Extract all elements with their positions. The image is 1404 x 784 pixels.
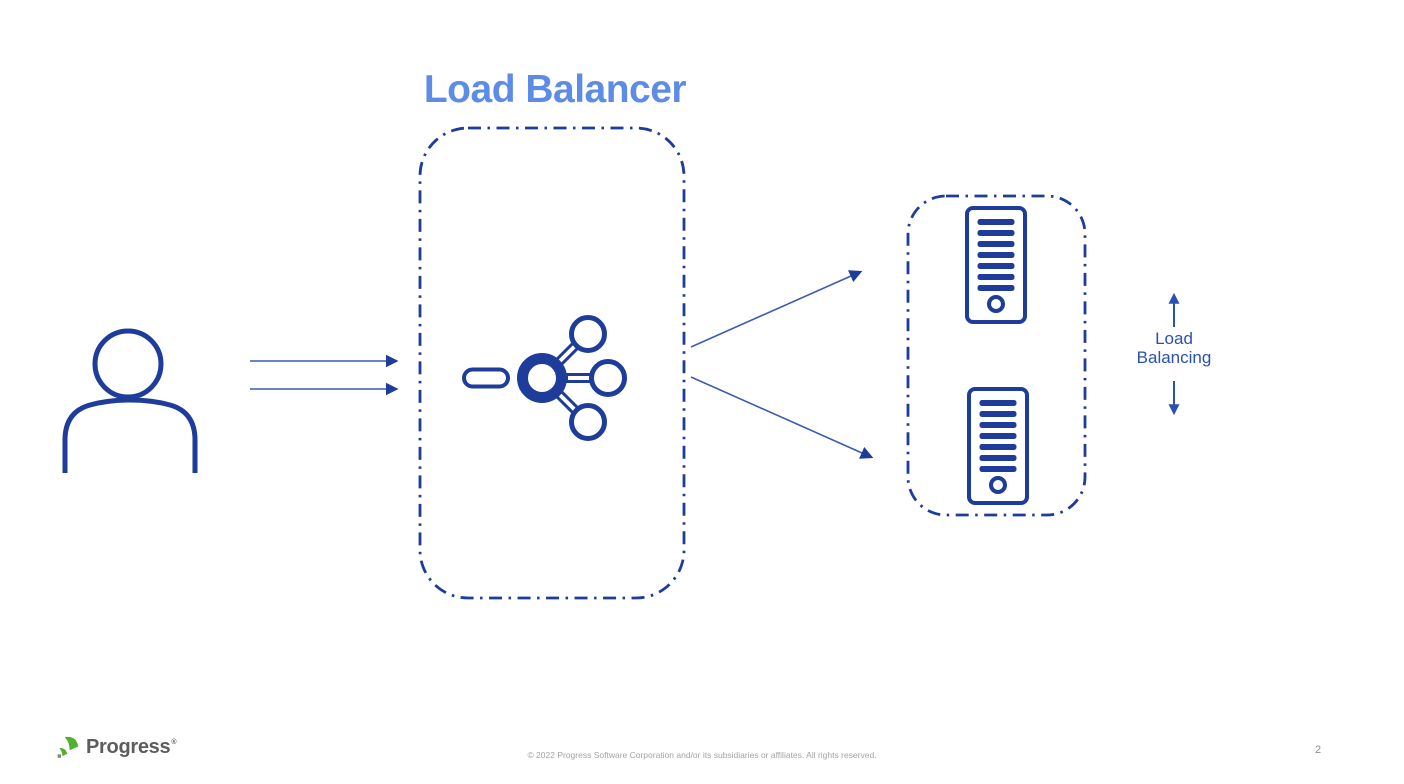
load-balancing-label: Load Balancing — [1136, 329, 1212, 367]
request-arrows — [250, 354, 399, 396]
load-balancer-node-bottom — [569, 403, 607, 441]
load-balancer-hub — [517, 353, 567, 403]
progress-logo-text: Progress® — [86, 735, 177, 758]
load-balancer-box — [418, 126, 686, 600]
progress-logo: Progress® — [55, 733, 176, 761]
servers-box — [906, 194, 1087, 517]
distribution-arrow-bottom — [690, 376, 874, 459]
server-slats — [979, 400, 1017, 472]
load-balancer-input-pill — [462, 367, 510, 389]
server-power-light — [987, 295, 1005, 313]
page-title: Load Balancer — [423, 68, 687, 111]
server-power-light — [989, 476, 1007, 494]
server-icon — [965, 206, 1027, 324]
distribution-arrows — [690, 270, 874, 459]
page-number: 2 — [1314, 744, 1322, 756]
load-balancer-icon — [462, 315, 627, 441]
load-balancer-node-middle — [589, 359, 627, 397]
progress-logo-icon — [57, 736, 79, 758]
load-balancer-node-top — [569, 315, 607, 353]
trademark-mark: ® — [171, 738, 177, 746]
distribution-arrow-top — [690, 270, 863, 348]
copyright-text: © 2022 Progress Software Corporation and… — [527, 750, 877, 760]
server-icon — [967, 387, 1029, 505]
user-body — [62, 397, 198, 473]
server-slats — [977, 219, 1015, 291]
user-icon — [62, 328, 198, 473]
user-head — [92, 328, 164, 400]
